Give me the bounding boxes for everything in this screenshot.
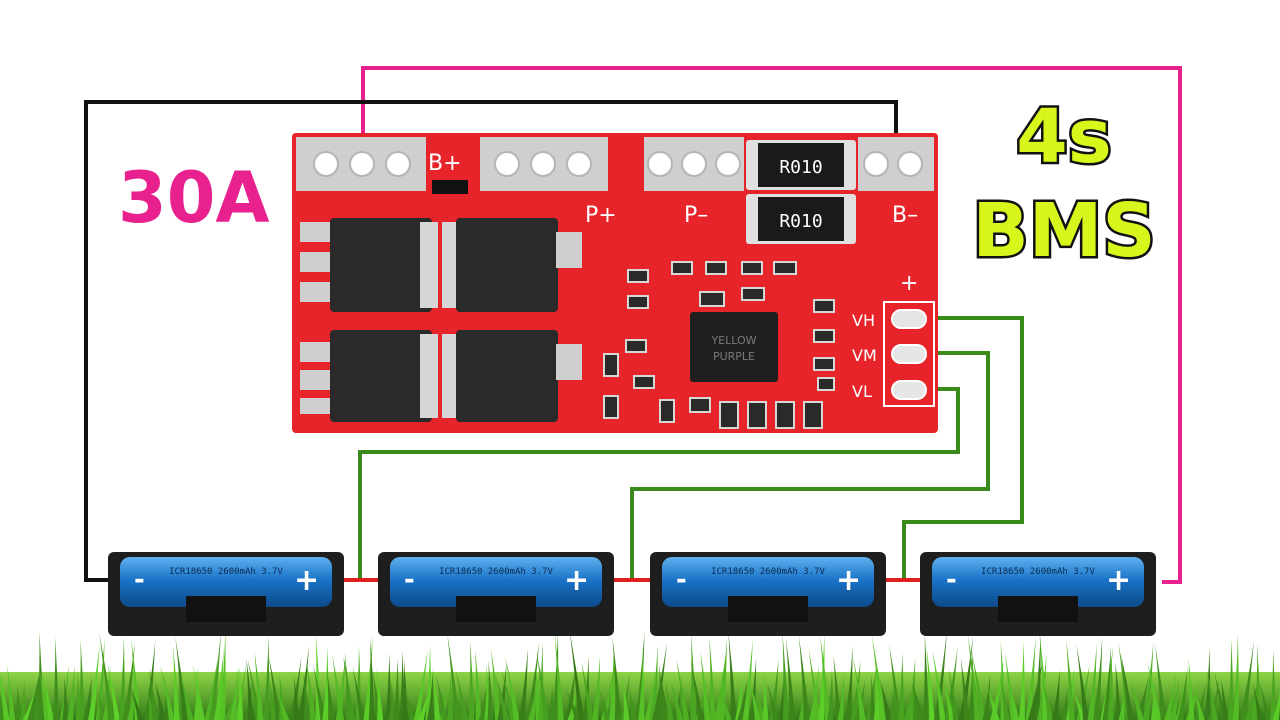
battery-3: - + ICR18650 2600mAh 3.7V	[650, 552, 886, 636]
battery-plus-sign: +	[294, 563, 319, 598]
battery-cell	[932, 557, 1144, 607]
battery-1: - + ICR18650 2600mAh 3.7V	[108, 552, 344, 636]
black-wire-b-minus	[84, 100, 898, 582]
holder-clip	[728, 596, 808, 622]
smd-components	[603, 261, 835, 429]
green-wire-vm	[630, 351, 990, 578]
holder-clip	[456, 596, 536, 622]
svg-text:R010: R010	[779, 211, 822, 232]
svg-text:YELLOW: YELLOW	[710, 334, 756, 347]
bms-board: B+ P+ P– B– + R010 R010	[292, 133, 938, 433]
wires	[84, 66, 1182, 584]
green-wire-vh	[902, 316, 1024, 578]
svg-text:R010: R010	[779, 157, 822, 178]
svg-text:PURPLE: PURPLE	[713, 350, 755, 363]
plus-marking: +	[900, 271, 918, 296]
tap-label-vl: VL	[852, 382, 872, 401]
bms-label: BMS	[972, 188, 1155, 274]
series-count-label: 4s	[1016, 94, 1112, 180]
battery-spec: ICR18650 2600mAh 3.7V	[169, 567, 283, 577]
grass	[0, 630, 1280, 720]
mosfet-1	[300, 218, 438, 312]
mosfet-4	[442, 330, 582, 422]
solder-holes	[313, 151, 923, 177]
shunt-resistor-2: R010	[746, 194, 856, 244]
tap-pads	[891, 309, 927, 400]
current-rating-label: 30A	[118, 157, 270, 239]
battery-minus-sign: -	[404, 565, 415, 595]
battery-minus-sign: -	[946, 565, 957, 595]
battery-spec: ICR18650 2600mAh 3.7V	[439, 567, 553, 577]
battery-cell	[662, 557, 874, 607]
tap-pad-strip	[883, 301, 935, 407]
pad-label-p-minus: P–	[684, 203, 708, 228]
small-marking	[432, 180, 468, 194]
holder-clip	[998, 596, 1078, 622]
tap-label-vm: VM	[852, 346, 877, 365]
pad-label-b-plus: B+	[428, 151, 462, 176]
battery-plus-sign: +	[836, 563, 861, 598]
battery-4: - + ICR18650 2600mAh 3.7V	[920, 552, 1156, 636]
pad-label-b-minus: B–	[892, 203, 918, 228]
mosfet-2	[442, 218, 582, 312]
shunt-resistor-1: R010	[746, 140, 856, 190]
battery-row: - + ICR18650 2600mAh 3.7V - + ICR18650 2600mA…	[108, 552, 1156, 636]
battery-cell	[120, 557, 332, 607]
protection-ic: YELLOW PURPLE	[690, 312, 778, 382]
holder-clip	[186, 596, 266, 622]
mosfets	[300, 218, 582, 422]
battery-2: - + ICR18650 2600mAh 3.7V	[378, 552, 614, 636]
green-wire-vl	[358, 387, 960, 578]
battery-minus-sign: -	[676, 565, 687, 595]
battery-plus-sign: +	[1106, 563, 1131, 598]
tap-label-vh: VH	[852, 311, 875, 330]
battery-plus-sign: +	[564, 563, 589, 598]
battery-cell	[390, 557, 602, 607]
battery-minus-sign: -	[134, 565, 145, 595]
pad-label-p-plus: P+	[585, 203, 617, 228]
mosfet-3	[300, 330, 438, 422]
battery-spec: ICR18650 2600mAh 3.7V	[981, 567, 1095, 577]
battery-spec: ICR18650 2600mAh 3.7V	[711, 567, 825, 577]
